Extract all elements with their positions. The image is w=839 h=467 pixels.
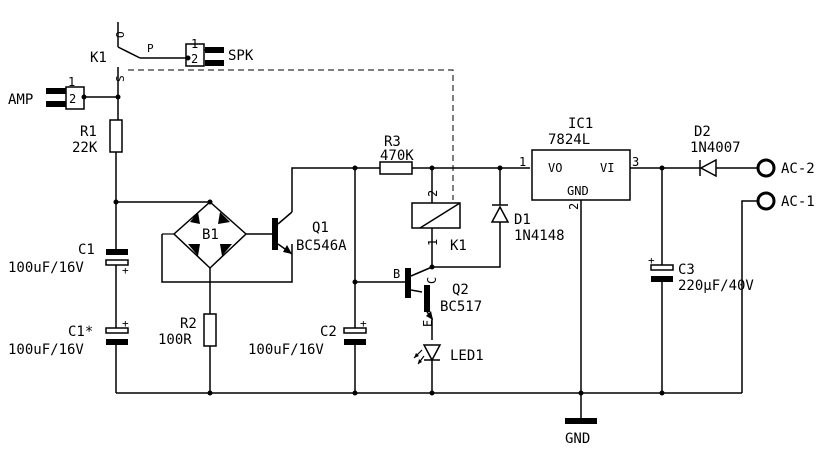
q1-value: BC546A [296,238,347,254]
r3-ref: R3 [384,134,401,150]
c3-value: 220µF/40V [678,278,754,294]
r1-value: 22K [72,140,98,156]
ac1-label: AC-1 [781,194,815,210]
transistor-q2: B C E Q2 BC517 [355,266,482,340]
r2-ref: R2 [180,316,197,332]
spk-pin1: 1 [191,37,198,51]
d1-value: 1N4148 [514,228,565,244]
c2-ref: C2 [320,324,337,340]
coil-pin2: 2 [426,190,440,197]
relay-coil-k1: 2 1 K1 [411,168,467,267]
q2-pin-b: B [393,267,400,281]
capacitor-c1: + C1 100uF/16V [8,202,129,328]
ic1-ref: IC1 [568,116,593,132]
c1-plus: + [122,264,129,277]
d2-value: 1N4007 [690,140,741,156]
ic1-pin-vo: VO [548,161,562,175]
coil-pin1: 1 [426,239,440,246]
q2-value: BC517 [440,299,482,315]
ac2-label: AC-2 [781,161,815,177]
q2-ref: Q2 [452,282,469,298]
r2-value: 100R [158,332,192,348]
r1-ref: R1 [80,124,97,140]
c1s-plus: + [122,317,129,330]
capacitor-c2: + C2 100uF/16V [248,168,367,393]
capacitor-c1-star: + C1* 100uF/16V [8,317,129,393]
amp-pin1: 1 [68,75,75,89]
b1-ref: B1 [202,227,219,243]
k1-switch-ref: K1 [90,50,107,66]
q2-pin-e: E [421,320,435,327]
c2-value: 100uF/16V [248,342,324,358]
ic1-value: 7824L [548,132,590,148]
resistor-r1: R1 22K [72,119,123,202]
c3-plus: + [648,254,655,267]
c1s-value: 100uF/16V [8,342,84,358]
coil-ref: K1 [450,238,467,254]
k1-pin-p: P [147,42,154,55]
ground-rail: GND [116,390,742,447]
spk-pin2: 2 [191,52,198,66]
regulator-ic1: IC1 7824L VO VI GND 1 3 2 [519,116,700,420]
ic1-num1: 1 [519,155,526,169]
c1-value: 100uF/16V [8,260,84,276]
r3-value: 470K [380,148,414,164]
spk-connector: 1 2 SPK [185,37,254,67]
amp-connector: 1 2 AMP [8,75,121,110]
c2-plus: + [360,317,367,330]
ic1-pin-vi: VI [600,161,614,175]
diode-d1: D1 1N4148 [429,168,565,270]
bridge-rectifier-b1: B1 [113,199,293,314]
ic1-num3: 3 [632,155,639,169]
q1-ref: Q1 [312,220,329,236]
c3-ref: C3 [678,262,695,278]
terminal-ac1: AC-1 [741,191,815,393]
amp-label: AMP [8,92,33,108]
relay-contact-k1: O P S K1 [90,22,188,120]
led1-ref: LED1 [450,348,484,364]
gnd-label: GND [565,431,590,447]
transistor-q1: Q1 BC546A [272,167,355,255]
c1s-ref: C1* [68,324,93,340]
diode-d2: D2 1N4007 [690,124,758,178]
d1-ref: D1 [514,212,531,228]
ic1-num2: 2 [567,203,581,210]
relay-linkage [128,69,454,200]
resistor-r3: R3 470K [352,134,530,175]
d2-ref: D2 [694,124,711,140]
capacitor-c3: + C3 220µF/40V [648,168,754,393]
spk-label: SPK [228,48,254,64]
k1-pin-o: O [114,31,127,38]
resistor-r2: R2 100R [158,313,217,393]
ic1-pin-gnd: GND [567,184,589,198]
c1-ref: C1 [78,242,95,258]
k1-pin-s: S [114,75,127,82]
amp-pin2: 2 [69,92,76,106]
led-led1: LED1 [413,344,484,393]
terminal-ac2: AC-2 [756,158,815,178]
q2-pin-c: C [425,277,439,284]
